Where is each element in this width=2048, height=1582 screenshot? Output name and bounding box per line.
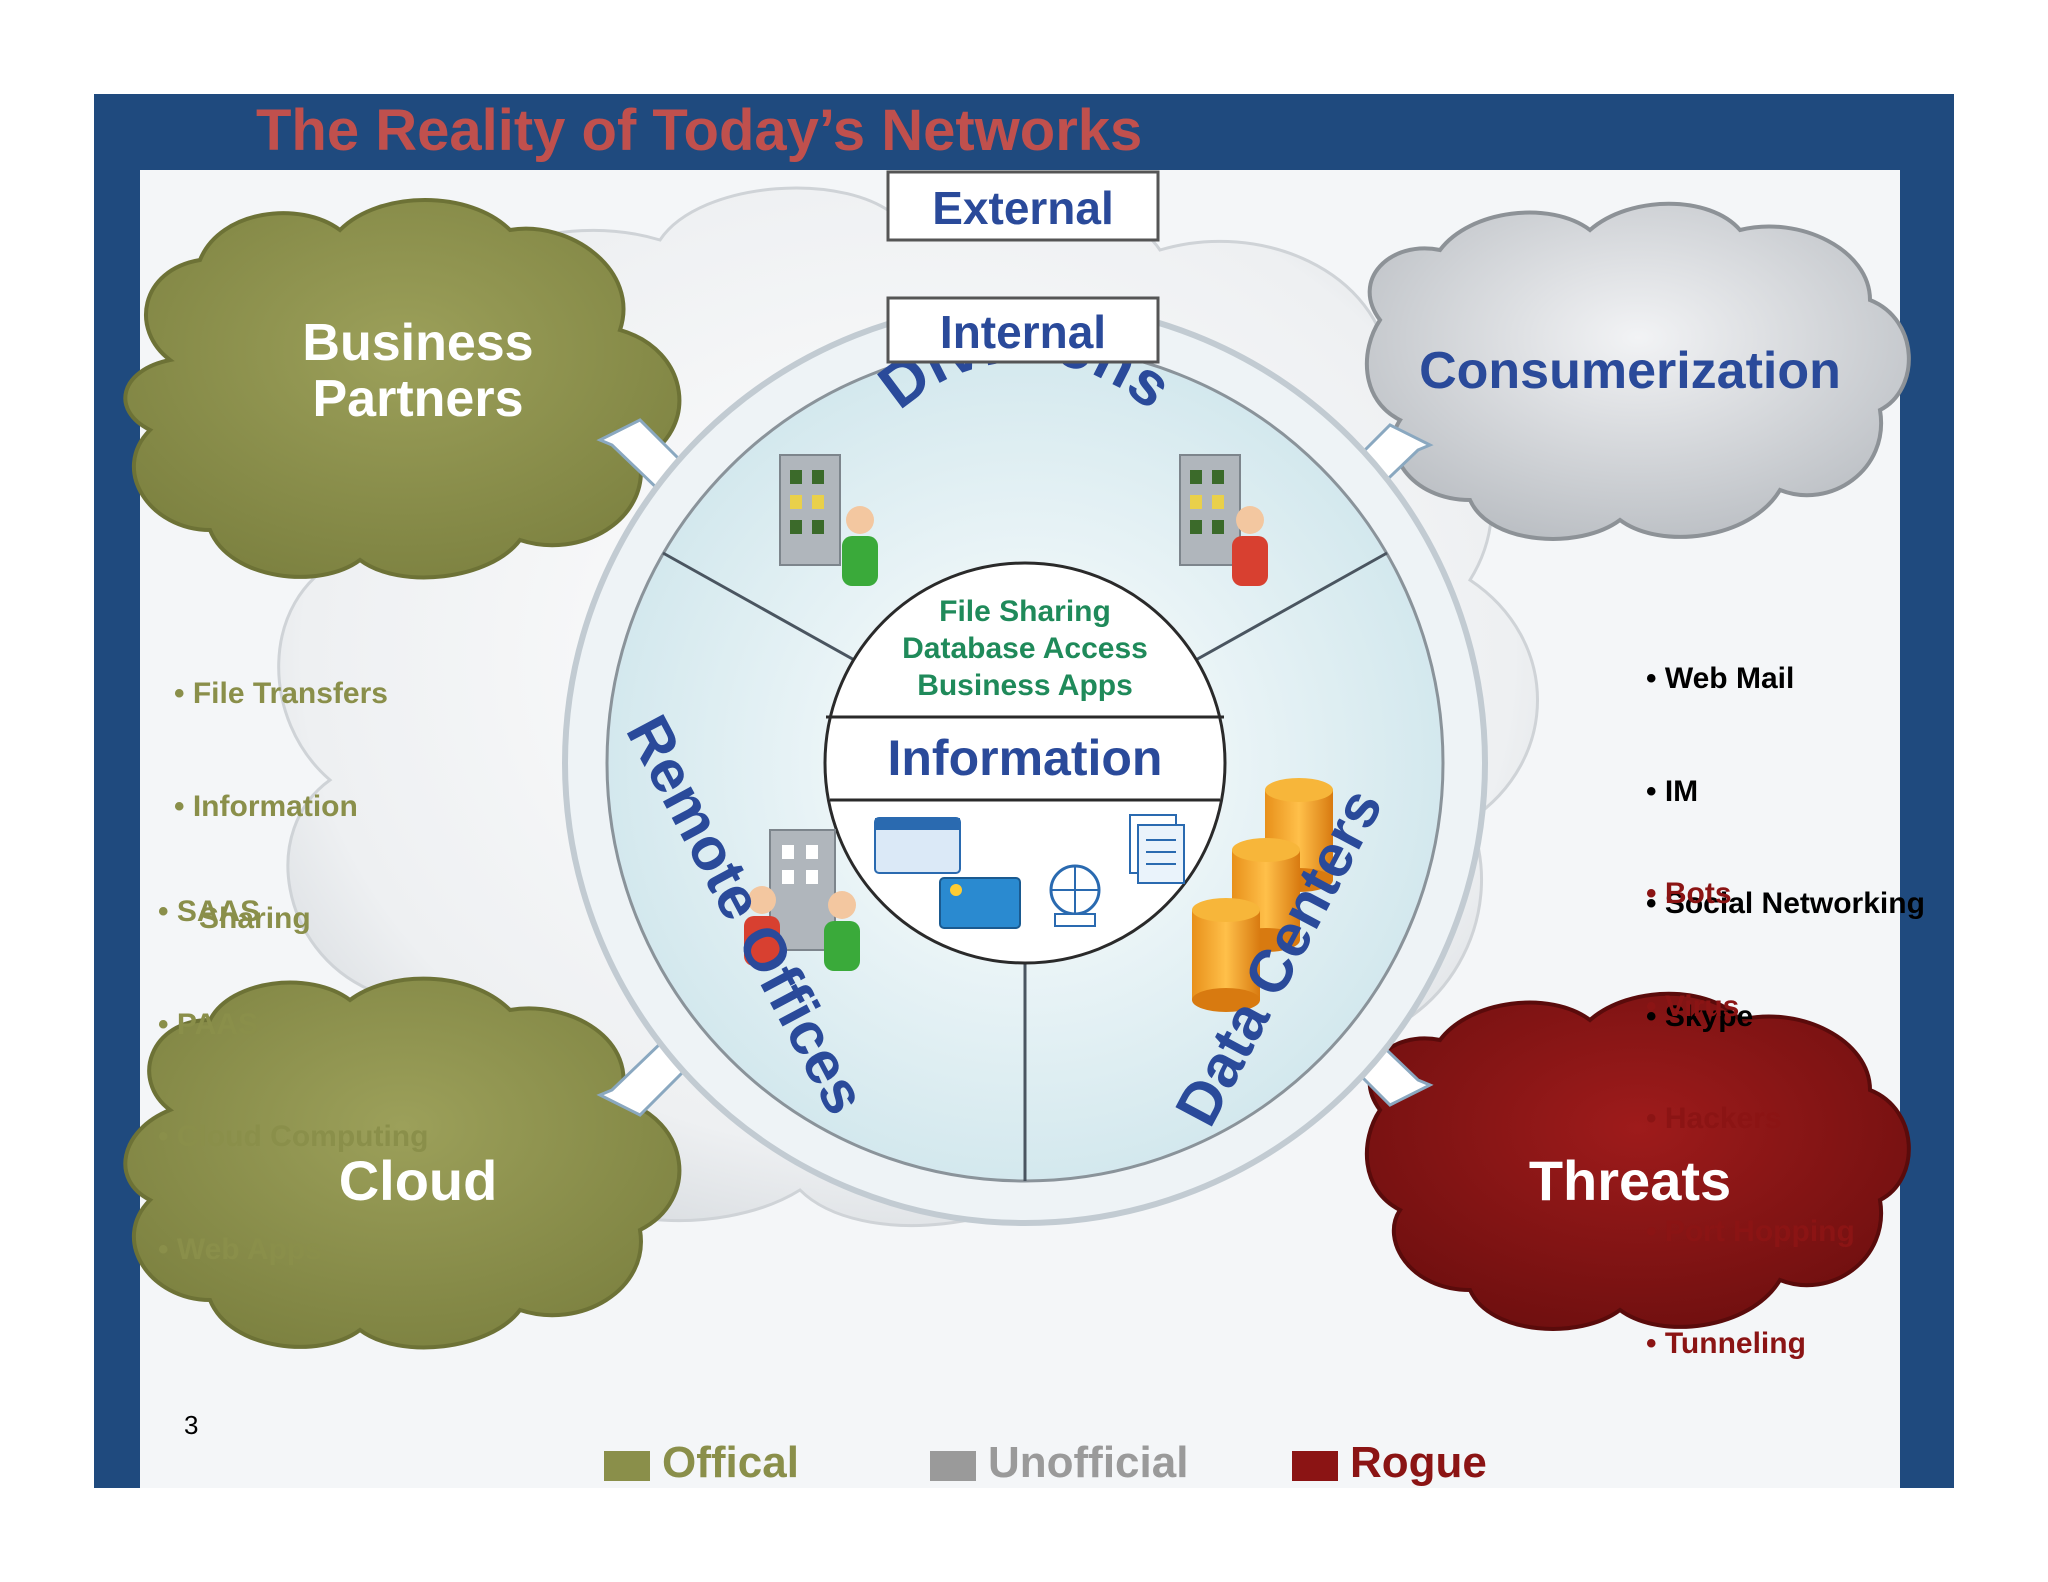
consumerization-cloud bbox=[1364, 201, 1911, 541]
center-line-3: Business Apps bbox=[917, 669, 1133, 702]
external-label: External bbox=[932, 182, 1114, 234]
information-icons bbox=[874, 814, 1185, 929]
threats-cloud bbox=[1364, 991, 1911, 1331]
person-icon bbox=[842, 506, 878, 586]
threats-label: Threats bbox=[1529, 1149, 1731, 1212]
list-item: • SAAS bbox=[158, 895, 261, 928]
list-item: • Information bbox=[174, 789, 358, 823]
list-item: Sharing bbox=[174, 902, 311, 935]
external-box bbox=[886, 170, 1160, 242]
page-number: 3 bbox=[184, 1410, 199, 1440]
list-item: • Bots bbox=[1646, 877, 1732, 910]
information-label: Information bbox=[888, 730, 1163, 786]
center-line-2: Database Access bbox=[902, 632, 1148, 665]
list-item: • IM bbox=[1646, 774, 1699, 808]
person-icon bbox=[1232, 506, 1268, 586]
internal-label: Internal bbox=[940, 306, 1106, 358]
globe-icon bbox=[1049, 864, 1101, 927]
threats-list: • Bots • Virus • Hackers • Port Hopping … bbox=[1646, 800, 1855, 1400]
list-item: • Tunneling bbox=[1646, 1327, 1806, 1360]
list-item: • Web Apps bbox=[158, 1232, 322, 1266]
credit-card-icon bbox=[939, 877, 1021, 929]
business-partners-label-1: Business bbox=[302, 314, 533, 372]
list-item: • File Transfers bbox=[174, 677, 388, 710]
list-item: • Hackers bbox=[1646, 1102, 1782, 1135]
list-item: • PAAS bbox=[158, 1007, 258, 1041]
document-icon bbox=[1129, 814, 1185, 884]
slide-title: The Reality of Today’s Networks bbox=[256, 98, 1143, 163]
list-item: • Skype bbox=[1646, 999, 1754, 1033]
cloud-list: • SAAS • PAAS • Cloud Computing • Web Ap… bbox=[158, 818, 428, 1306]
cloud-label: Cloud bbox=[339, 1149, 498, 1212]
list-item: • Port Hopping bbox=[1646, 1214, 1855, 1248]
person-icon bbox=[744, 886, 780, 966]
list-item: • Virus bbox=[1646, 989, 1740, 1023]
list-item: • Social Networking bbox=[1646, 887, 1925, 920]
center-line-1: File Sharing bbox=[939, 595, 1111, 628]
business-partners-list: • File Transfers • Information Sharing bbox=[174, 600, 388, 975]
consumerization-label: Consumerization bbox=[1419, 342, 1841, 400]
cloud-cloud bbox=[123, 976, 682, 1350]
consumerization-list: • Web Mail • IM • Social Networking • Sk… bbox=[1646, 585, 1925, 1073]
person-icon bbox=[824, 891, 860, 971]
building-icon bbox=[779, 454, 841, 566]
business-partners-label-2: Partners bbox=[313, 370, 524, 428]
internal-box bbox=[886, 296, 1160, 364]
database-icon bbox=[1192, 778, 1333, 1012]
list-item: • Web Mail bbox=[1646, 662, 1795, 695]
building-icon bbox=[1179, 454, 1241, 566]
list-item: • Cloud Computing bbox=[158, 1120, 429, 1153]
